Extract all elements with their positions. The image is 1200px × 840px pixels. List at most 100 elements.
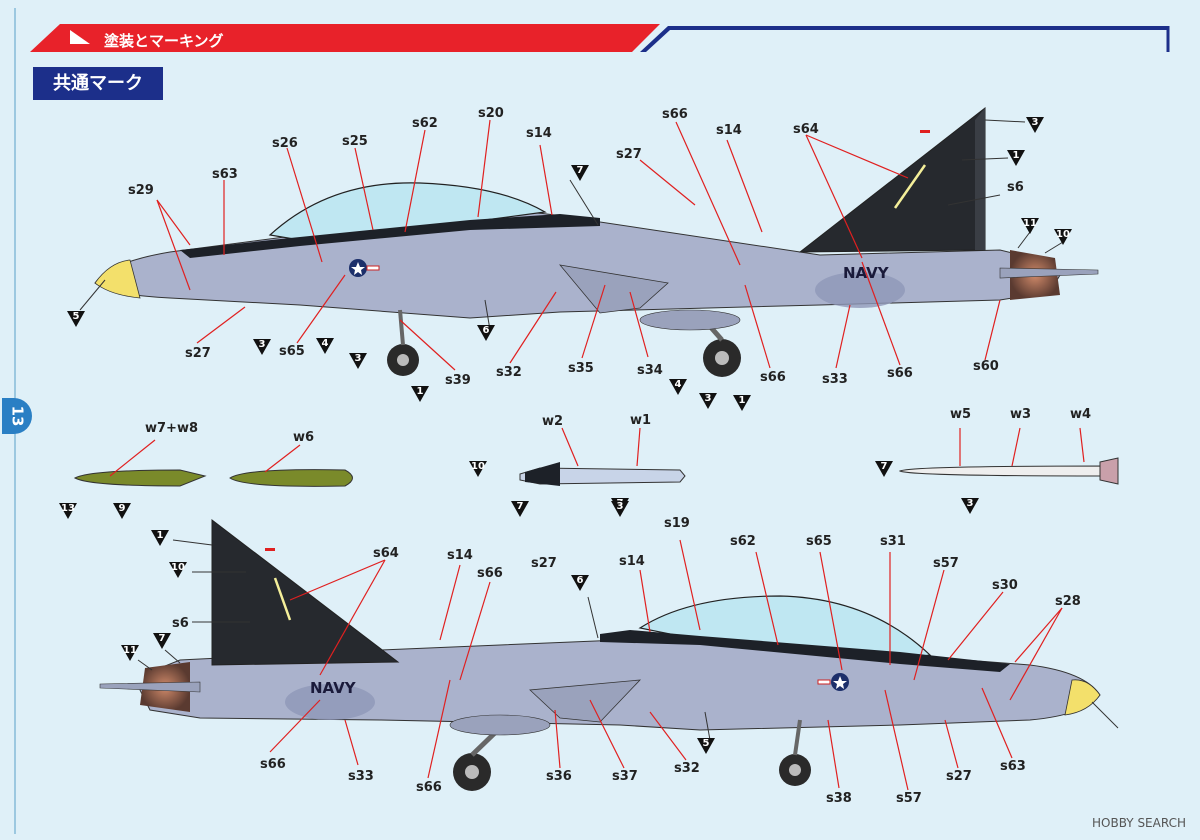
label-bottom-6: s19 [664, 516, 690, 531]
label-top-9: s14 [716, 123, 742, 138]
triangle-number: 3 [259, 339, 266, 350]
triangle-number: 10 [1056, 229, 1070, 240]
label-top-12: s27 [185, 346, 211, 361]
triangle-callout: 3 [699, 393, 717, 409]
stores-row [73, 457, 1119, 487]
labels-stores: w7+w8 w6 w2 w1 w5 w3 w4 [145, 407, 1091, 445]
triangle-callout: 5 [67, 311, 85, 327]
label-store-0: w7+w8 [145, 421, 198, 436]
triangle-callout: 3 [961, 498, 979, 514]
triangle-number: 11 [1023, 218, 1037, 229]
label-bottom-16: s36 [546, 769, 572, 784]
labels-top: s29 s63 s26 s25 s62 s20 s14 s27 s66 s14 … [128, 106, 1024, 388]
label-top-5: s20 [478, 106, 504, 121]
label-top-18: s66 [760, 370, 786, 385]
header-title: 塗装とマーキング [104, 32, 224, 50]
label-top-0: s29 [128, 183, 154, 198]
triangle-callout: 11 [121, 645, 139, 661]
triangle-number: 10 [471, 461, 485, 472]
label-top-1: s63 [212, 167, 238, 182]
triangle-callout: 1 [1007, 150, 1025, 166]
label-bottom-1: s6 [172, 616, 189, 631]
triangle-callout: 6 [477, 325, 495, 341]
triangle-number: 7 [881, 461, 888, 472]
triangle-callout: 3 [1026, 117, 1044, 133]
triangle-callout: 6 [571, 575, 589, 591]
label-bottom-13: s66 [260, 757, 286, 772]
label-bottom-7: s62 [730, 534, 756, 549]
triangle-callout: 13 [59, 503, 77, 519]
label-bottom-0: s64 [373, 546, 399, 561]
label-bottom-10: s57 [933, 556, 959, 571]
triangle-number: 1 [157, 530, 164, 541]
label-store-4: w5 [950, 407, 971, 422]
triangle-number: 7 [159, 633, 166, 644]
triangle-number: 4 [675, 379, 682, 390]
header-banner [30, 24, 1170, 52]
label-bottom-2: s14 [447, 548, 473, 563]
triangle-callout: 4 [669, 379, 687, 395]
triangle-callout: 7 [153, 633, 171, 649]
label-top-13: s65 [279, 344, 305, 359]
label-bottom-21: s27 [946, 769, 972, 784]
label-bottom-17: s37 [612, 769, 638, 784]
page-number: 13 [2, 398, 32, 434]
label-top-21: s60 [973, 359, 999, 374]
label-top-19: s33 [822, 372, 848, 387]
label-bottom-15: s66 [416, 780, 442, 795]
label-top-2: s26 [272, 136, 298, 151]
label-bottom-3: s66 [477, 566, 503, 581]
triangle-callout: 3 [253, 339, 271, 355]
triangle-callout: 3 [349, 353, 367, 369]
label-bottom-11: s30 [992, 578, 1018, 593]
triangle-number: 1 [417, 386, 424, 397]
label-top-16: s35 [568, 361, 594, 376]
label-top-3: s25 [342, 134, 368, 149]
triangle-number: 9 [119, 503, 126, 514]
label-top-20: s66 [887, 366, 913, 381]
triangle-number: 7 [517, 501, 524, 512]
triangle-number: 1 [1013, 150, 1020, 161]
section-title: 共通マーク [33, 67, 163, 100]
triangle-callout: 10 [469, 461, 487, 477]
label-top-14: s39 [445, 373, 471, 388]
triangle-number: 13 [61, 503, 75, 514]
leader-lines [109, 119, 1085, 791]
label-store-5: w3 [1010, 407, 1031, 422]
triangle-callout: 10 [1054, 229, 1072, 245]
label-bottom-4: s27 [531, 556, 557, 571]
triangle-callout: 1 [151, 530, 169, 546]
triangle-number: 10 [171, 562, 185, 573]
triangle-callout: 11 [1021, 218, 1039, 234]
label-top-7: s27 [616, 147, 642, 162]
triangle-callout: 10 [169, 562, 187, 578]
label-store-2: w2 [542, 414, 563, 429]
top-aircraft: NAVY [94, 106, 1099, 377]
bottom-aircraft: NAVY [99, 518, 1101, 791]
triangle-number: 3 [1032, 117, 1039, 128]
triangle-number: 7 [577, 165, 584, 176]
label-top-11: s6 [1007, 180, 1024, 195]
label-bottom-19: s38 [826, 791, 852, 806]
triangle-number: 1 [739, 395, 746, 406]
triangle-number: 6 [483, 325, 490, 336]
label-bottom-18: s32 [674, 761, 700, 776]
triangle-callout: 7 [875, 461, 893, 477]
label-top-6: s14 [526, 126, 552, 141]
triangle-number: 6 [577, 575, 584, 586]
label-bottom-12: s28 [1055, 594, 1081, 609]
triangle-number: 11 [123, 645, 137, 656]
black-leader-lines [79, 119, 1119, 741]
watermark: HOBBY SEARCH [1092, 816, 1186, 830]
triangle-callout: 5 [697, 738, 715, 754]
triangle-callout: 4 [316, 338, 334, 354]
label-top-8: s66 [662, 107, 688, 122]
label-store-1: w6 [293, 430, 314, 445]
label-top-4: s62 [412, 116, 438, 131]
navy-marking-bottom: NAVY [310, 679, 357, 697]
label-bottom-5: s14 [619, 554, 645, 569]
label-bottom-14: s33 [348, 769, 374, 784]
label-top-15: s32 [496, 365, 522, 380]
label-bottom-8: s65 [806, 534, 832, 549]
